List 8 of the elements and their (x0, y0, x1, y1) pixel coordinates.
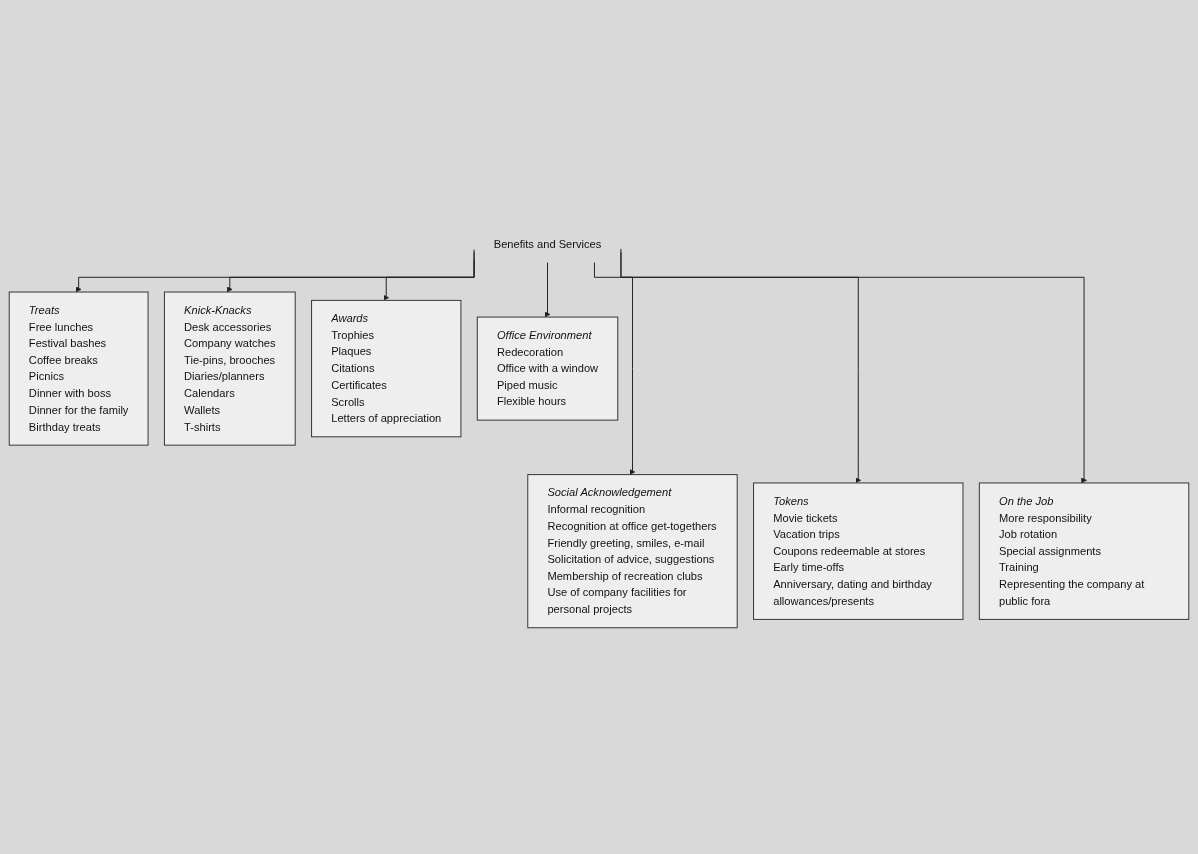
node-box: Tokens Movie tickets Vacation trips Coupons redeemable at stores Early time-offs Anniversary, dating and birthday allowances/presents (753, 482, 964, 620)
node-text: Benefits and Services (493, 238, 602, 251)
node-box: Social Acknowledgement Informal recognition Recognition at office get-togethers Friendly greeting, smiles, e-mail Solicitation of advice, suggestions Membership of recreation clubs Use of company facilities for personal projects (527, 474, 738, 629)
node-box: Office Environment Redecoration Office with a window Piped music Flexible hours (476, 316, 619, 421)
node-box: Awards Trophies Plaques Citations Certificates Scrolls Letters of appreciation (311, 299, 462, 438)
node-box: Treats Free lunches Festival bashes Coffee breaks Picnics Dinner with boss Dinner for the family Birthday treats (8, 291, 149, 446)
node-box: Knick-Knacks Desk accessories Company watches Tie-pins, brooches Diaries/planners Calendars Wallets T-shirts (163, 291, 296, 446)
node-box: On the Job More responsibility Job rotation Special assignments Training Representing the company at public fora (978, 482, 1190, 620)
